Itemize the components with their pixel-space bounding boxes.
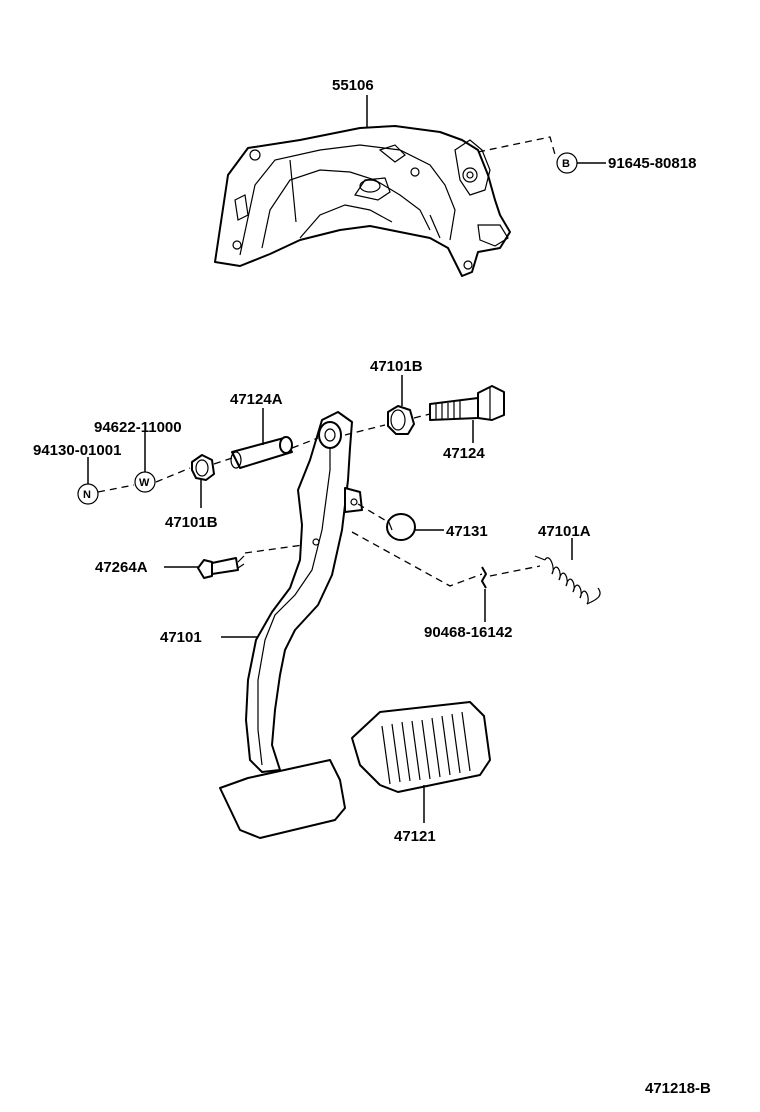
bolt-drawing (429, 385, 505, 421)
nut-symbol: N (83, 489, 91, 501)
label-nut: 94130-01001 (33, 442, 121, 459)
spring-drawing (534, 555, 601, 605)
bush-upper-drawing (387, 405, 415, 435)
label-bracket: 55106 (332, 77, 374, 94)
pin-drawing (197, 555, 245, 579)
diagram-id: 471218-B (645, 1080, 711, 1097)
washer-symbol: W (139, 477, 150, 489)
clip-drawing (481, 566, 487, 589)
pedal-pad-drawing (351, 701, 491, 793)
label-clip: 90468-16142 (424, 624, 512, 641)
label-bush-upper: 47101B (370, 358, 423, 375)
label-washer: 94622-11000 (94, 419, 182, 436)
label-pedal-arm: 47101 (160, 629, 202, 646)
pedal-pad-installed (219, 759, 346, 839)
label-bolt: 47124 (443, 445, 485, 462)
bracket-55106-drawing (214, 125, 511, 277)
pedal-arm-drawing (245, 411, 363, 773)
label-bush-lower: 47101B (165, 514, 218, 531)
stopper-drawing (386, 513, 416, 541)
bolt-b-symbol: B (562, 158, 570, 170)
label-stopper: 47131 (446, 523, 488, 540)
label-spring: 47101A (538, 523, 591, 540)
label-collar: 47124A (230, 391, 283, 408)
label-pedal-pad: 47121 (394, 828, 436, 845)
collar-drawing (230, 436, 293, 469)
label-bolt-b: 91645-80818 (608, 155, 696, 172)
bush-lower-drawing (191, 454, 215, 481)
label-pin: 47264A (95, 559, 148, 576)
